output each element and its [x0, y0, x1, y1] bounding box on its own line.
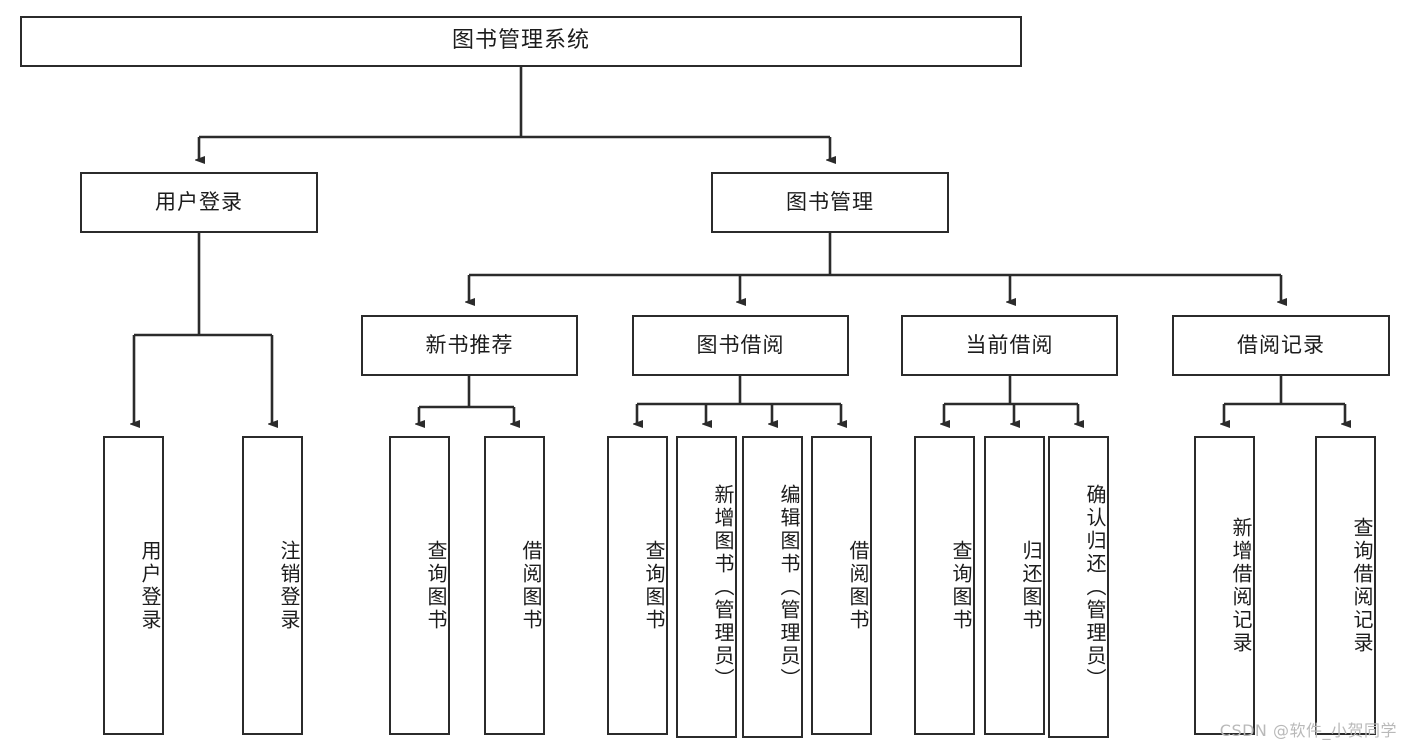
leaf-query-borrow-record[interactable]: 查询借阅记录 — [1315, 436, 1376, 735]
node-label: 借阅图书 — [846, 539, 870, 632]
node-current-borrow[interactable]: 当前借阅 — [901, 315, 1118, 376]
node-label: 图书管理系统 — [451, 28, 590, 54]
node-label: 当前借阅 — [965, 332, 1054, 357]
node-label: 借阅记录 — [1237, 332, 1325, 357]
node-label: 新书推荐 — [425, 332, 514, 357]
leaf-edit-book-admin[interactable]: 编辑图书（管理员） — [742, 436, 803, 738]
node-label: 查询图书 — [949, 539, 973, 632]
node-root-book-management-system[interactable]: 图书管理系统 — [20, 16, 1022, 67]
node-label: 归还图书 — [1019, 539, 1043, 632]
node-label: 确认归还（管理员） — [1083, 483, 1107, 691]
node-label: 用户登录 — [155, 189, 243, 214]
csdn-watermark: CSDN @软件_小贺同学 — [1219, 721, 1397, 740]
node-label: 查询图书 — [424, 539, 448, 632]
node-label: 新增借阅记录 — [1229, 516, 1253, 655]
leaf-query-book-recommendation[interactable]: 查询图书 — [389, 436, 450, 735]
node-label: 图书管理 — [786, 189, 874, 214]
leaf-query-book-borrow[interactable]: 查询图书 — [607, 436, 668, 735]
node-book-management[interactable]: 图书管理 — [711, 172, 949, 233]
leaf-logout[interactable]: 注销登录 — [242, 436, 303, 735]
leaf-borrow-book-recommendation[interactable]: 借阅图书 — [484, 436, 545, 735]
leaf-query-book-current[interactable]: 查询图书 — [914, 436, 975, 735]
leaf-add-book-admin[interactable]: 新增图书（管理员） — [676, 436, 737, 738]
leaf-user-login[interactable]: 用户登录 — [103, 436, 164, 735]
node-borrow-record[interactable]: 借阅记录 — [1172, 315, 1390, 376]
leaf-confirm-return-admin[interactable]: 确认归还（管理员） — [1048, 436, 1109, 738]
node-label: 注销登录 — [277, 539, 301, 632]
leaf-return-book[interactable]: 归还图书 — [984, 436, 1045, 735]
node-new-book-recommendation[interactable]: 新书推荐 — [361, 315, 578, 376]
node-label: 新增图书（管理员） — [711, 483, 735, 691]
node-label: 查询图书 — [642, 539, 666, 632]
node-book-borrow[interactable]: 图书借阅 — [632, 315, 849, 376]
node-label: 图书借阅 — [696, 332, 785, 357]
leaf-borrow-book[interactable]: 借阅图书 — [811, 436, 872, 735]
node-label: 查询借阅记录 — [1350, 516, 1374, 655]
leaf-add-borrow-record[interactable]: 新增借阅记录 — [1194, 436, 1255, 735]
node-label: 编辑图书（管理员） — [777, 483, 801, 691]
node-label: 借阅图书 — [519, 539, 543, 632]
node-user-login[interactable]: 用户登录 — [80, 172, 318, 233]
node-label: 用户登录 — [138, 539, 162, 632]
